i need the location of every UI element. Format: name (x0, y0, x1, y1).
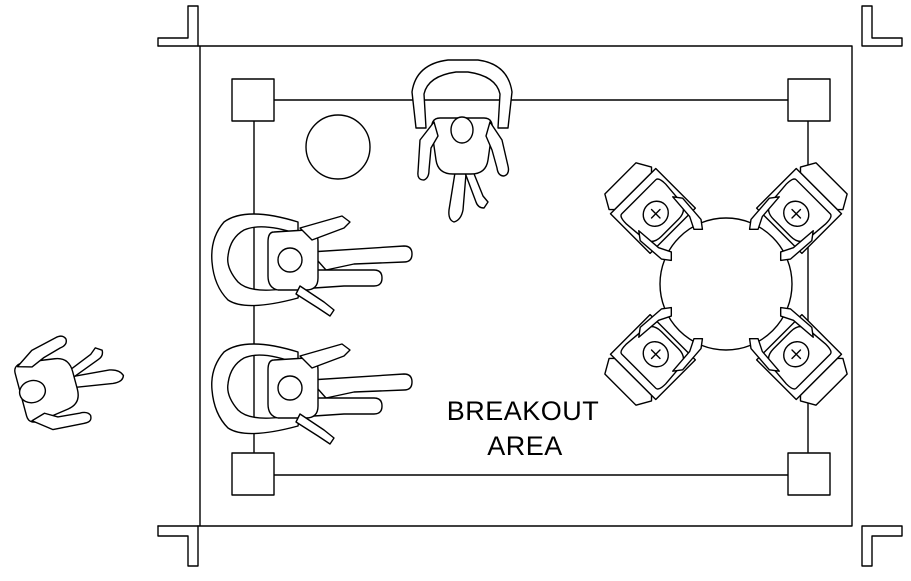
column-top-left (231, 78, 275, 122)
seated-person-left-upper (267, 215, 413, 317)
standing-person-outside (7, 322, 134, 439)
perimeter-walls (158, 6, 902, 566)
column-bottom-left (231, 452, 275, 496)
area-label-line2: AREA (487, 431, 563, 461)
round-meeting-table (660, 218, 792, 350)
inner-beams (254, 100, 808, 475)
seated-person-left-lower (267, 343, 413, 445)
area-label-line1: BREAKOUT (447, 396, 600, 426)
round-side-table (306, 115, 370, 179)
standing-person-top (417, 116, 510, 223)
armchair-top (412, 60, 512, 128)
column-top-right (787, 78, 831, 122)
column-bottom-right (787, 452, 831, 496)
